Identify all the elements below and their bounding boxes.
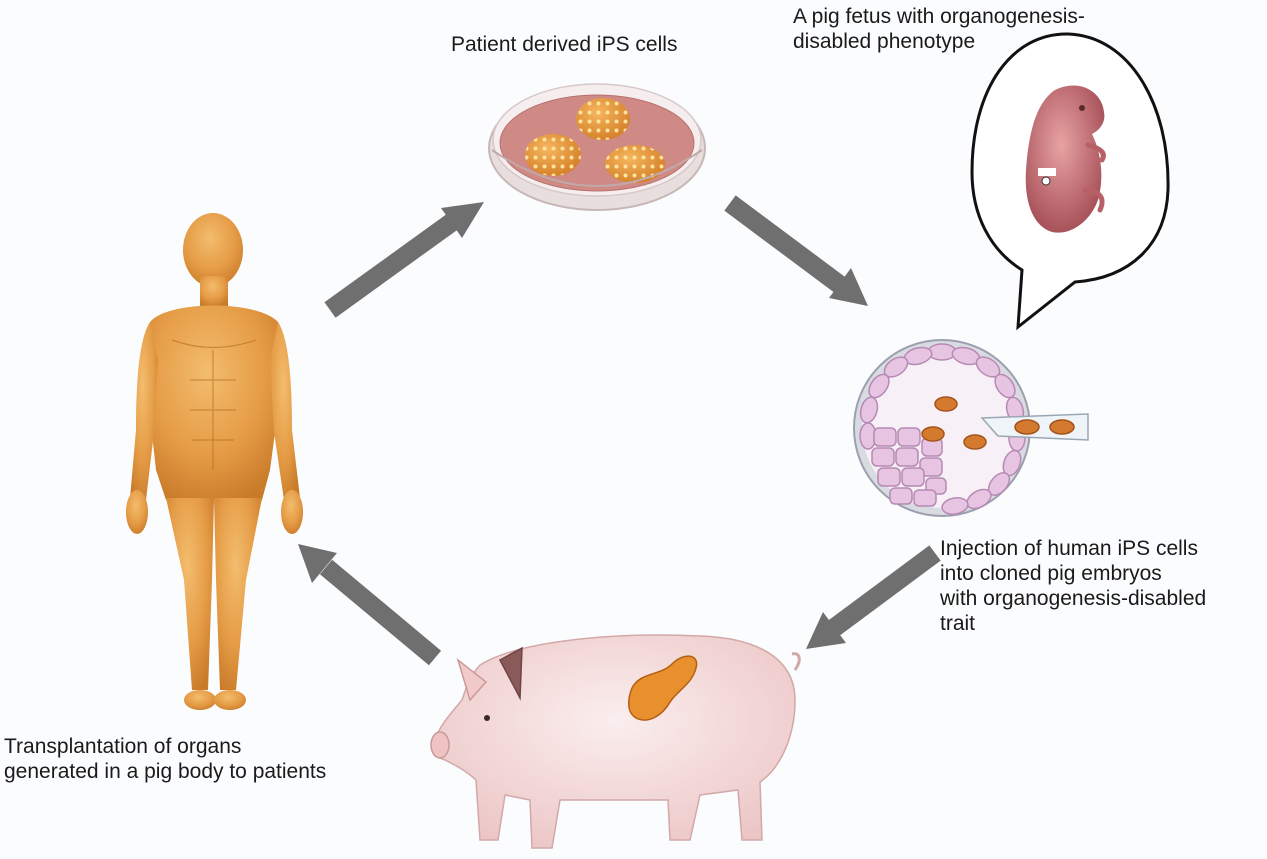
pig-illustration — [430, 634, 801, 849]
label-patient-ips-cells: Patient derived iPS cells — [451, 32, 677, 57]
label-transplantation: Transplantation of organs generated in a… — [4, 734, 326, 784]
label-line: trait — [940, 612, 976, 635]
arrow-embryo-to-pig — [806, 545, 941, 649]
label-line: with organogenesis-disabled — [940, 587, 1207, 610]
label-line: Patient derived iPS cells — [451, 33, 678, 56]
arrow-pig-to-human — [298, 544, 442, 666]
injected-ips-cells — [921, 396, 987, 450]
arrow-human-to-ips — [324, 202, 484, 318]
petri-dish-illustration — [488, 83, 706, 211]
inner-cell-mass — [871, 427, 947, 507]
pig-organ — [628, 655, 698, 721]
injection-pipette — [980, 413, 1089, 441]
human-body-contours — [171, 339, 257, 470]
human-figure-illustration — [126, 213, 303, 710]
pig-embryo-injection — [853, 339, 1089, 517]
label-line: Injection of human iPS cells — [940, 537, 1198, 560]
pig-fetus-bubble — [970, 32, 1170, 331]
label-pig-fetus: A pig fetus with organogenesis- disabled… — [793, 4, 1085, 54]
label-line: A pig fetus with organogenesis- — [793, 5, 1085, 28]
trophectoderm-cells — [859, 343, 1026, 515]
label-line: Transplantation of organs — [4, 735, 242, 758]
pig-fetus-illustration — [1025, 85, 1106, 233]
cycle-arrows — [298, 195, 941, 666]
ips-cell-colonies — [525, 98, 665, 183]
label-line: into cloned pig embryos — [940, 562, 1162, 585]
label-line: disabled phenotype — [793, 30, 976, 53]
label-line: generated in a pig body to patients — [4, 760, 327, 783]
label-injection: Injection of human iPS cells into cloned… — [940, 536, 1206, 636]
arrow-ips-to-embryo — [724, 195, 868, 306]
